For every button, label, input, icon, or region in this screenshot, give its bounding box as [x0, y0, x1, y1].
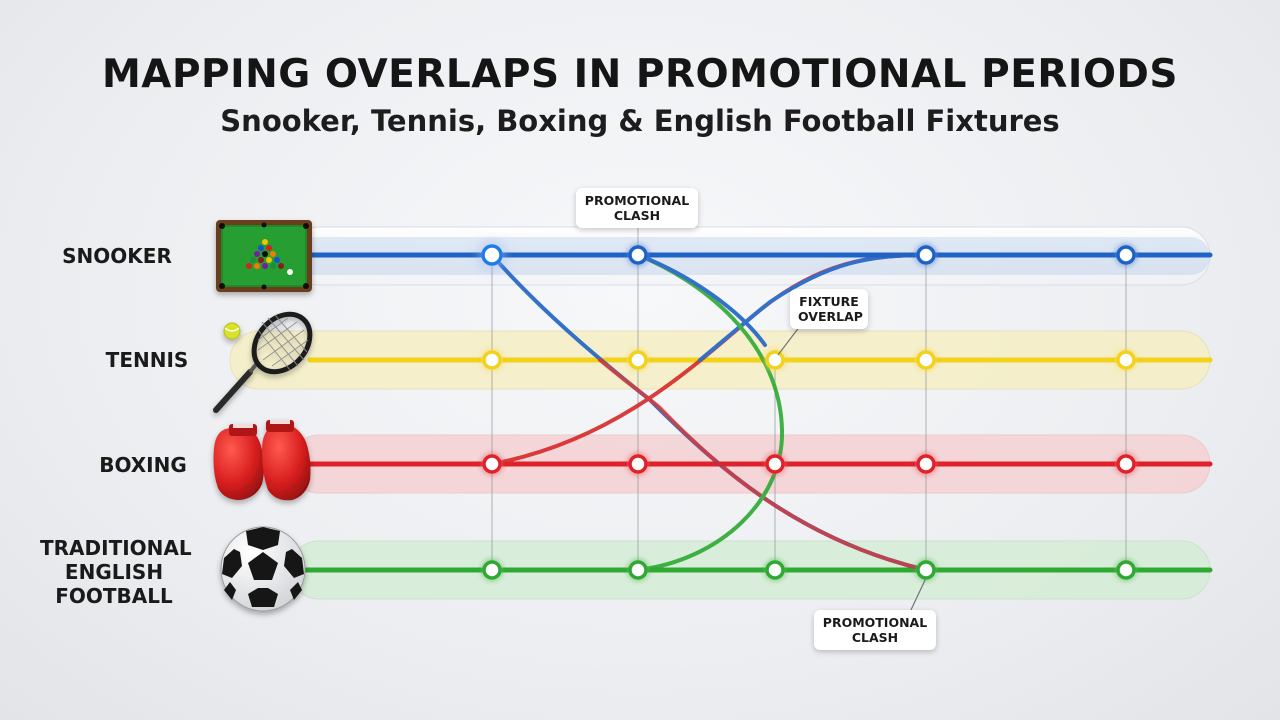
tennis-node-3[interactable]	[765, 350, 785, 370]
callout-fixture-overlap: FIXTURE OVERLAP	[790, 289, 868, 329]
boxing-node-1[interactable]	[482, 454, 502, 474]
label-tennis: TENNIS	[105, 348, 189, 372]
page-title: MAPPING OVERLAPS IN PROMOTIONAL PERIODS	[101, 52, 1178, 97]
tennis-node-2[interactable]	[628, 350, 648, 370]
label-boxing: BOXING	[99, 453, 187, 477]
boxing-gloves-icon	[213, 420, 311, 501]
callout-promotional-clash-bottom: PROMOTIONAL CLASH	[814, 610, 936, 650]
label-snooker: SNOOKER	[62, 244, 172, 268]
football-icon	[220, 526, 306, 612]
tennis-node-5[interactable]	[1116, 350, 1136, 370]
snooker-node-3[interactable]	[916, 245, 936, 265]
football-node-3[interactable]	[765, 560, 785, 580]
page-subtitle: Snooker, Tennis, Boxing & English Footba…	[220, 104, 1060, 138]
label-football: TRADITIONAL ENGLISH FOOTBALL	[40, 536, 192, 608]
boxing-node-4[interactable]	[916, 454, 936, 474]
snooker-to-boxing-curve-red	[598, 358, 928, 572]
tennis-node-4[interactable]	[916, 350, 936, 370]
snooker-node-2[interactable]	[628, 245, 648, 265]
leader-fixture-overlap	[777, 325, 801, 356]
snooker-to-football-curve	[636, 253, 785, 572]
football-node-2[interactable]	[628, 560, 648, 580]
callout-leaders	[777, 325, 927, 613]
crossing-curves	[490, 253, 928, 572]
snooker-node-4[interactable]	[1116, 245, 1136, 265]
snooker-table-icon	[216, 220, 312, 292]
football-node-5[interactable]	[1116, 560, 1136, 580]
track-bands	[229, 226, 1211, 600]
sport-lines	[297, 252, 1213, 573]
nodes	[481, 244, 1136, 580]
callout-promotional-clash-top: PROMOTIONAL CLASH	[576, 188, 698, 228]
snooker-node-1[interactable]	[481, 244, 503, 266]
boxing-node-3[interactable]	[765, 454, 785, 474]
boxing-node-2[interactable]	[628, 454, 648, 474]
leader-promo-bottom	[909, 577, 927, 613]
boxing-node-5[interactable]	[1116, 454, 1136, 474]
boxing-to-snooker-curve-blue	[698, 253, 928, 362]
tennis-node-1[interactable]	[482, 350, 502, 370]
snooker-to-football-curve-blue	[636, 253, 767, 347]
football-node-1[interactable]	[482, 560, 502, 580]
tennis-racket-icon	[213, 311, 313, 413]
football-node-4[interactable]	[916, 560, 936, 580]
